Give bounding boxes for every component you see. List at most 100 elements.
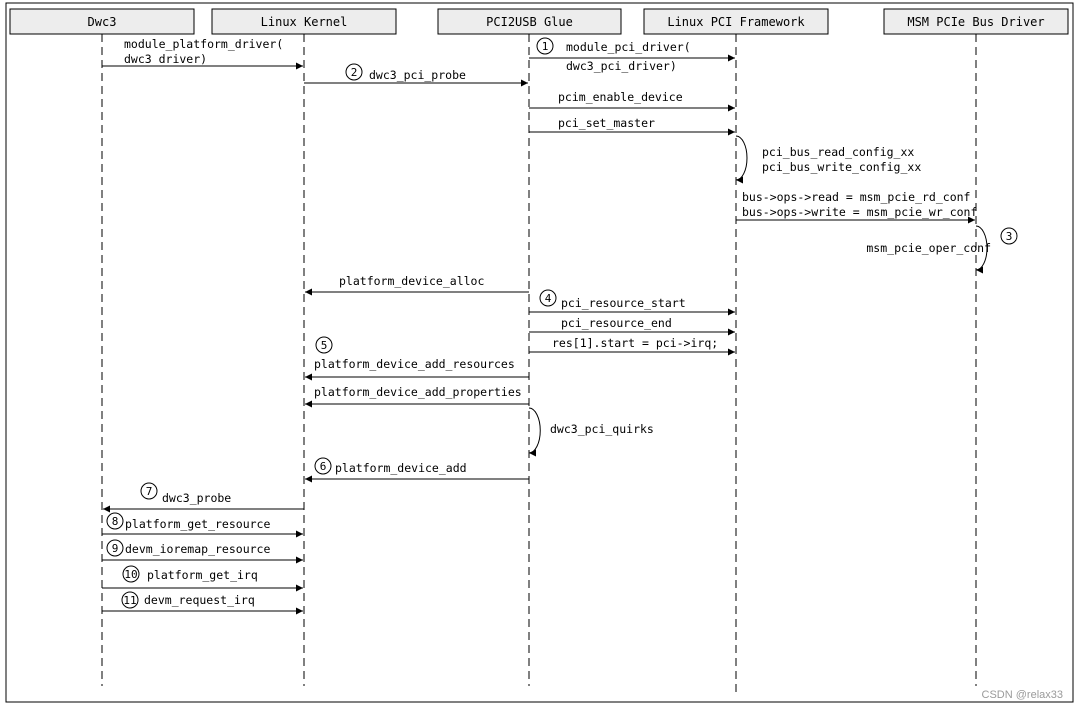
lifeline-kernel: Linux Kernel <box>211 8 397 686</box>
step-number: 5 <box>321 339 328 352</box>
message-label: dwc3_pci_driver) <box>566 59 677 73</box>
step-badge-circle <box>314 457 332 475</box>
message-step-9: devm_ioremap_resource 9 <box>102 539 303 564</box>
message-label: pci_set_master <box>558 116 655 130</box>
message-label: pcim_enable_device <box>558 90 683 104</box>
step-number: 7 <box>146 485 153 498</box>
step-number: 1 <box>542 40 549 53</box>
lifeline-header-box <box>9 8 195 35</box>
lifeline-header-label: Linux PCI Framework <box>667 15 805 29</box>
self-call-arrow <box>975 225 988 274</box>
step-number: 6 <box>320 460 327 473</box>
message-label: dwc3_driver) <box>124 52 207 66</box>
step-number-badge: 2 <box>345 63 363 81</box>
message-step-7: dwc3_probe 7 <box>103 482 304 513</box>
diagram-frame <box>5 2 1074 703</box>
message-14: dwc3_pci_quirks <box>528 407 654 457</box>
step-number: 9 <box>112 542 119 555</box>
step-number-badge: 3 <box>1000 227 1018 245</box>
watermark: CSDN @relax33 <box>982 689 1063 701</box>
message-label: platform_get_resource <box>125 517 270 531</box>
message-label: platform_device_add <box>335 461 467 475</box>
step-number: 4 <box>545 292 552 305</box>
lifeline-header-label: PCI2USB Glue <box>486 15 573 29</box>
message-6: bus->ops->read = msm_pcie_rd_confbus->op… <box>736 190 977 224</box>
message-step-1: module_pci_driver( dwc3_pci_driver) 1 <box>529 37 735 73</box>
message-label: dwc3_pci_quirks <box>550 422 654 436</box>
message-5: pci_bus_read_config_xxpci_bus_write_conf… <box>735 135 921 184</box>
step-badge-circle <box>1000 227 1018 245</box>
step-number: 3 <box>1006 230 1013 243</box>
step-number: 10 <box>124 568 137 581</box>
step-number-badge: 11 <box>121 591 139 609</box>
lifeline-header-label: Dwc3 <box>88 15 117 29</box>
lifeline-header-box <box>211 8 397 35</box>
step-number-badge: 10 <box>122 565 140 583</box>
lifeline-header-label: Linux Kernel <box>261 15 348 29</box>
lifeline-dwc3: Dwc3 <box>9 8 195 686</box>
message-label: module_platform_driver( <box>124 37 283 51</box>
message-label: pci_resource_end <box>561 316 672 330</box>
message-label: module_pci_driver( <box>566 40 691 54</box>
step-number: 8 <box>112 515 119 528</box>
step-number-badge: 8 <box>106 512 124 530</box>
message-label: bus->ops->write = msm_pcie_wr_conf <box>742 205 977 219</box>
message-step-3: msm_pcie_oper_conf 3 <box>866 225 1018 274</box>
step-badge-circle <box>122 565 140 583</box>
message-label: pci_bus_write_config_xx <box>762 160 921 174</box>
message-label: platform_device_add_properties <box>314 385 522 399</box>
step-badge-circle <box>315 336 333 354</box>
step-number-badge: 6 <box>314 457 332 475</box>
message-label: platform_get_irq <box>147 568 258 582</box>
message-11: res[1].start = pci->irq; <box>529 336 735 356</box>
step-number: 11 <box>123 594 136 607</box>
message-8: platform_device_alloc <box>305 274 529 296</box>
message-label: dwc3_pci_probe <box>369 68 466 82</box>
message-13: platform_device_add_properties <box>305 385 529 408</box>
message-label: devm_ioremap_resource <box>125 542 270 556</box>
message-step-5: platform_device_add_resources 5 <box>305 336 529 381</box>
message-label: res[1].start = pci->irq; <box>552 336 718 350</box>
message-4: pci_set_master <box>529 116 735 136</box>
message-step-2: dwc3_pci_probe 2 <box>304 63 528 87</box>
lifeline-pcifw: Linux PCI Framework <box>643 8 829 694</box>
self-call-arrow <box>735 135 748 184</box>
step-badge-circle <box>539 289 557 307</box>
message-step-11: devm_request_irq 11 <box>102 591 303 615</box>
message-label: bus->ops->read = msm_pcie_rd_conf <box>742 190 970 204</box>
step-number-badge: 4 <box>539 289 557 307</box>
step-badge-circle <box>536 37 554 55</box>
step-number: 2 <box>351 66 358 79</box>
message-step-8: platform_get_resource 8 <box>102 512 303 538</box>
message-10: pci_resource_end <box>529 316 735 336</box>
message-0: module_platform_driver(dwc3_driver) <box>102 37 303 70</box>
step-badge-circle <box>140 482 158 500</box>
message-label: msm_pcie_oper_conf <box>866 241 991 255</box>
message-step-4: pci_resource_start 4 <box>529 289 735 316</box>
message-3: pcim_enable_device <box>529 90 735 112</box>
step-number-badge: 7 <box>140 482 158 500</box>
self-call-arrow <box>528 407 541 457</box>
lifeline-header-box <box>883 8 1069 35</box>
lifeline-msm: MSM PCIe Bus Driver <box>883 8 1069 686</box>
lifeline-header-label: MSM PCIe Bus Driver <box>907 15 1044 29</box>
message-step-10: platform_get_irq 10 <box>102 565 303 592</box>
message-label: platform_device_alloc <box>339 274 484 288</box>
message-label: dwc3_probe <box>162 491 231 505</box>
lifeline-header-box <box>437 8 622 35</box>
step-number-badge: 1 <box>536 37 554 55</box>
message-label: pci_bus_read_config_xx <box>762 145 914 159</box>
step-badge-circle <box>121 591 139 609</box>
message-step-6: platform_device_add 6 <box>305 457 529 483</box>
step-badge-circle <box>345 63 363 81</box>
message-label: platform_device_add_resources <box>314 357 515 371</box>
message-label: pci_resource_start <box>561 296 686 310</box>
step-number-badge: 5 <box>315 336 333 354</box>
lifeline-header-box <box>643 8 829 35</box>
step-badge-circle <box>106 512 124 530</box>
lifeline-glue: PCI2USB Glue <box>437 8 622 686</box>
step-badge-circle <box>106 539 124 557</box>
message-label: devm_request_irq <box>144 593 255 607</box>
step-number-badge: 9 <box>106 539 124 557</box>
